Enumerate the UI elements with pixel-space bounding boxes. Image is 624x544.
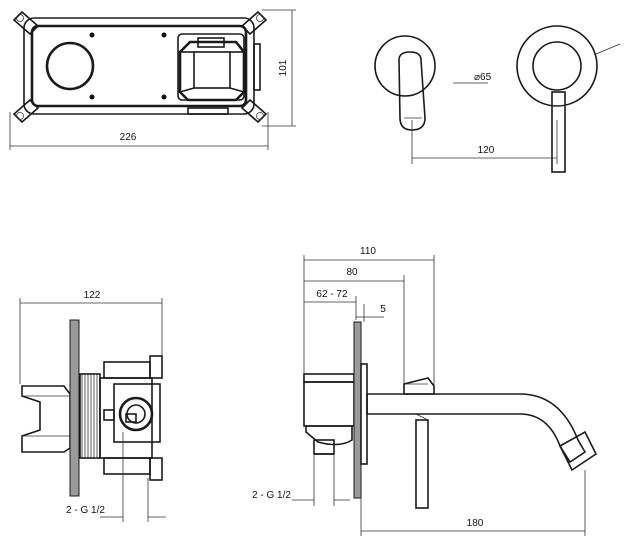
- dimension-depth-range: 62 - 72: [304, 289, 357, 320]
- dimension-body-depth: 122: [19, 290, 163, 384]
- dimension-plate-thickness: 5: [356, 304, 386, 322]
- mounting-tab-top-right: [240, 10, 268, 36]
- box-inner-frame: [30, 24, 248, 108]
- dim-label-65: ⌀65: [474, 72, 492, 83]
- dim-label-5: 5: [380, 304, 386, 315]
- dim-label-101: 101: [278, 59, 289, 76]
- cartridge-cone: [21, 385, 71, 453]
- spout-tube: [366, 393, 587, 464]
- lever-handle: [551, 91, 566, 173]
- lever-plate: [516, 25, 598, 107]
- spout-plate: [374, 35, 436, 97]
- lever-hub: [532, 41, 582, 91]
- inlet-port: [118, 396, 154, 432]
- box-front-view: 226 101: [9, 9, 296, 150]
- body-side-view: 122: [19, 290, 166, 522]
- spout-profile: [398, 51, 426, 131]
- dimension-box-width: 226: [9, 112, 269, 150]
- cartridge-housing: [177, 33, 261, 115]
- faceplate: [360, 363, 368, 465]
- dimension-thread-left: 2 - G 1/2: [66, 432, 166, 522]
- wall-plate: [69, 319, 80, 497]
- dimension-box-height: 101: [262, 9, 296, 127]
- dimension-thread-right: 2 - G 1/2: [252, 454, 350, 506]
- faceplates-front-view: ⌀65 120: [374, 25, 621, 173]
- screw-dot: [161, 32, 167, 38]
- screw-dot: [89, 94, 95, 100]
- dim-label-226: 226: [120, 132, 137, 143]
- lever-side: [415, 419, 429, 509]
- dim-label-thread-left: 2 - G 1/2: [66, 505, 105, 516]
- dim-label-180: 180: [467, 518, 484, 529]
- dim-label-thread-right: 2 - G 1/2: [252, 490, 291, 501]
- dim-label-80: 80: [346, 267, 358, 278]
- spout-side-view: 110 80 62 - 72 5: [252, 246, 598, 536]
- dimension-overall-depth: 110: [303, 246, 435, 385]
- dimension-depth-80: 80: [304, 267, 405, 385]
- dim-label-110: 110: [360, 246, 376, 257]
- rear-body: [303, 381, 355, 427]
- dimension-spout-reach: 120: [411, 120, 558, 164]
- dimension-plate-diameter: ⌀65: [453, 72, 492, 84]
- dim-label-62-72: 62 - 72: [316, 289, 348, 300]
- outlet-port: [45, 41, 95, 91]
- screw-dot: [161, 94, 167, 100]
- screw-dot: [89, 32, 95, 38]
- wall-plate-right: [353, 321, 362, 499]
- dimension-spout-length: 180: [360, 470, 586, 536]
- dim-label-122: 122: [84, 290, 101, 301]
- thread-lines: [81, 374, 98, 458]
- dim-label-120: 120: [478, 145, 495, 156]
